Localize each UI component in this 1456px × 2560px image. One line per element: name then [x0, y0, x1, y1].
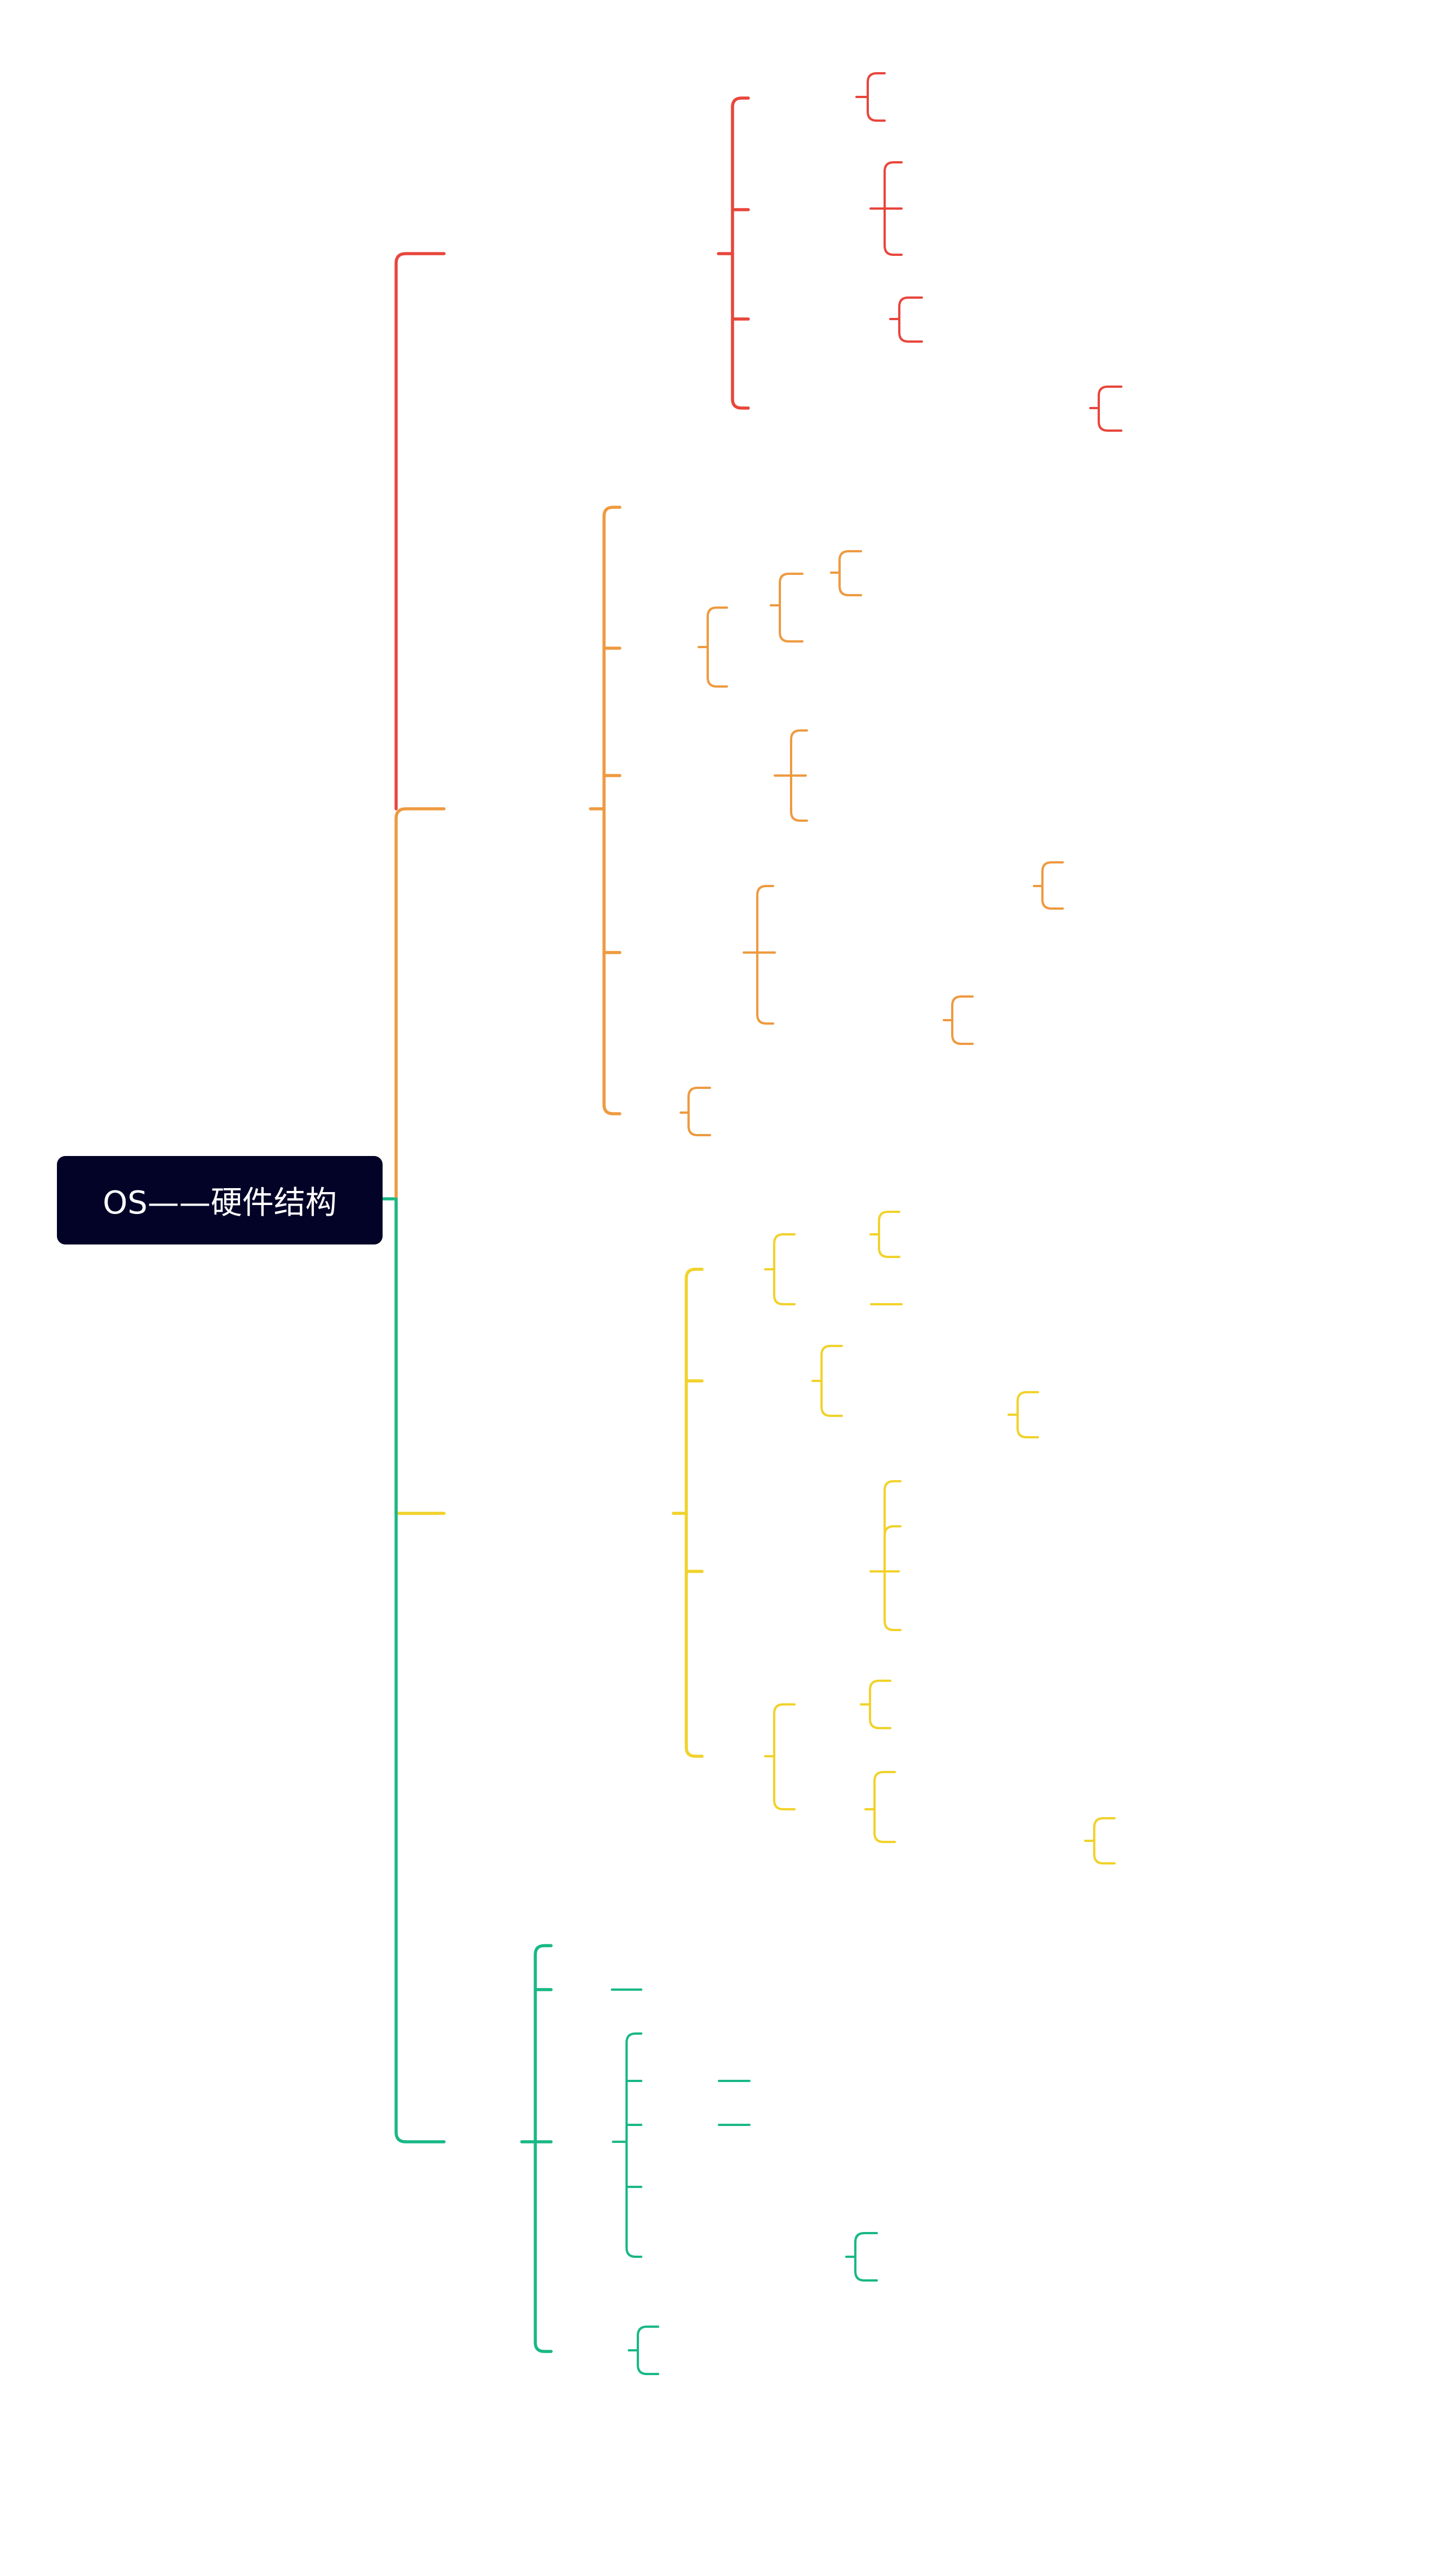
root-node[interactable]: OS——硬件结构 [57, 1156, 383, 1244]
branch-3-group [672, 1211, 1116, 1864]
branch-4-connector[interactable] [394, 1197, 446, 2143]
branch-1-group [717, 72, 1122, 432]
root-node-label: OS——硬件结构 [103, 1185, 337, 1221]
branch-1-connector[interactable] [394, 252, 446, 810]
branch-2-group [589, 506, 1064, 1136]
branch-2-connector[interactable] [394, 807, 446, 1201]
main-trunk [381, 252, 446, 2143]
branch-3-connector[interactable] [394, 1197, 446, 1515]
branch-4-group [520, 1944, 878, 2375]
